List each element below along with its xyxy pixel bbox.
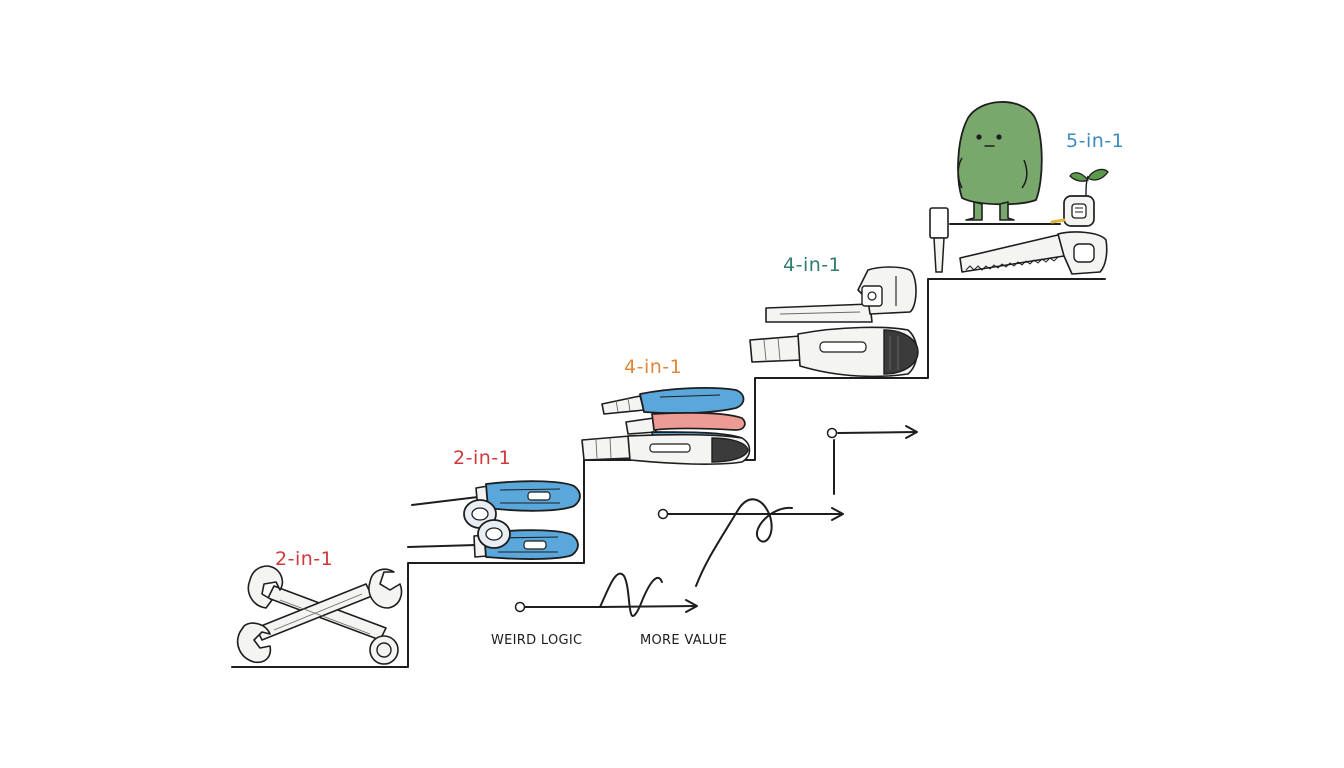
hand-saw-icon: [949, 223, 1108, 275]
step-4-label: 4-in-1: [783, 254, 841, 276]
step-1-label: 2-in-1: [275, 548, 333, 570]
staircase-outline: [231, 278, 1106, 668]
green-character-icon: [957, 101, 1043, 221]
utility-knife-icon: [601, 387, 745, 415]
crossed-wrench-icon: [236, 565, 403, 665]
weird-logic-arrow: [514, 572, 698, 617]
step-2-label: 2-in-1: [453, 447, 511, 469]
chisel-icon: [929, 207, 949, 273]
more-value-label: MORE VALUE: [640, 633, 727, 648]
tape-measure-icon: [1050, 195, 1095, 227]
sprout-icon: [1069, 168, 1109, 197]
upper-arrow: [826, 425, 918, 495]
rising-curve-arrow: [695, 498, 793, 587]
utility-knife-icon: [581, 433, 751, 465]
more-value-arrow: [657, 507, 844, 521]
weird-logic-label: WEIRD LOGIC: [491, 633, 582, 648]
step-5-label: 5-in-1: [1066, 130, 1124, 152]
pipe-wrench-icon: [765, 266, 917, 323]
screwdriver-icon: [411, 480, 581, 512]
step-3-label: 4-in-1: [624, 356, 682, 378]
chain-link-icon: [463, 499, 511, 549]
utility-knife-icon: [749, 326, 919, 378]
